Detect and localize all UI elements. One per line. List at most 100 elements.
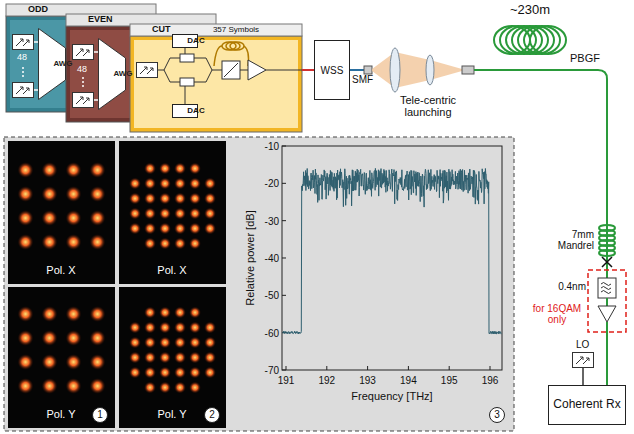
constellation-point: [159, 193, 171, 205]
annotation-label: -30: [265, 215, 279, 226]
annotation-label: Pol. X: [157, 264, 186, 276]
constellation-point: [42, 330, 58, 346]
constellation-point: [66, 186, 82, 202]
constellation-point: [189, 382, 201, 394]
annotation-label: Tele-centric launching: [388, 94, 468, 118]
results-panel: [4, 137, 514, 431]
constellation-point: [159, 163, 171, 175]
constellation-point: [66, 330, 82, 346]
annotation-label: for 16QAM only: [528, 303, 586, 325]
constellation-point: [189, 322, 201, 334]
receiver-box: Coherent Rx: [548, 385, 626, 425]
constellation-point: [204, 178, 216, 190]
transmitter-card: CUTDACDAC: [130, 24, 302, 132]
constellation-point: [204, 367, 216, 379]
constellation-point: [144, 193, 156, 205]
constellation-point: [90, 354, 106, 370]
constellation-point: [144, 382, 156, 394]
constellation-point: [144, 337, 156, 349]
constellation-point: [159, 238, 171, 250]
constellation-point: [189, 337, 201, 349]
constellation-point: [144, 322, 156, 334]
node-label: DAC: [187, 107, 204, 116]
annotation-label: 192: [318, 375, 335, 386]
constellation-point: [90, 306, 106, 322]
annotation-label: 194: [400, 375, 417, 386]
callout-number: 2: [204, 407, 220, 423]
constellation-point: [129, 208, 141, 220]
annotation-label: Pol. X: [46, 264, 75, 276]
constellation-point: [204, 208, 216, 220]
constellation-point: [159, 307, 171, 319]
constellation-point: [174, 322, 186, 334]
constellation-point: [174, 367, 186, 379]
constellation-point: [174, 238, 186, 250]
annotation-label: LO: [576, 339, 589, 350]
constellation-point: [90, 234, 106, 250]
constellation-point: [144, 307, 156, 319]
constellation-point: [18, 186, 34, 202]
node-label: AWG: [113, 70, 132, 79]
constellation-point: [42, 186, 58, 202]
constellation-point: [18, 234, 34, 250]
constellation-point: [90, 186, 106, 202]
constellation-point: [174, 223, 186, 235]
launch-optics: [350, 48, 474, 92]
constellation-point: [129, 337, 141, 349]
node-label: AWG: [53, 60, 72, 69]
splice-mark: [602, 257, 612, 267]
constellation-point: [144, 367, 156, 379]
constellation-point: [42, 234, 58, 250]
constellation-point: [90, 162, 106, 178]
constellation-point: [18, 378, 34, 394]
constellation-point: [189, 307, 201, 319]
constellation-point: [42, 354, 58, 370]
constellation-point: [90, 330, 106, 346]
constellation-point: [159, 208, 171, 220]
annotation-label: 48: [77, 65, 87, 75]
constellation-point: [42, 162, 58, 178]
fiber-link: [302, 69, 314, 71]
annotation-label: -60: [265, 327, 279, 338]
constellation-point: [144, 163, 156, 175]
annotation-label: -10: [265, 141, 279, 152]
constellation-point: [204, 322, 216, 334]
constellation-point: [159, 352, 171, 364]
transmitter-card: ODD AWG: [6, 4, 156, 112]
constellation-point: [189, 223, 201, 235]
dac-box: DAC: [172, 34, 198, 48]
annotation-label: Pol. Y: [157, 408, 186, 420]
constellation-point: [189, 208, 201, 220]
annotation-label: 191: [278, 375, 295, 386]
constellation-point: [174, 178, 186, 190]
constellation-point: [42, 378, 58, 394]
annotation-label: -40: [265, 252, 279, 263]
dac-box: DAC: [172, 104, 198, 118]
callout-number: 3: [489, 407, 505, 423]
constellation-point: [129, 352, 141, 364]
constellation-point: [189, 193, 201, 205]
constellation-point: [174, 307, 186, 319]
constellation-point: [144, 223, 156, 235]
constellation-point: [18, 354, 34, 370]
constellation-point: [174, 163, 186, 175]
constellation-point: [18, 330, 34, 346]
constellation-point: [159, 382, 171, 394]
constellation-point: [204, 223, 216, 235]
annotation-label: -50: [265, 290, 279, 301]
constellation-point: [18, 306, 34, 322]
annotation-label: PBGF: [570, 52, 600, 64]
constellation-point: [159, 367, 171, 379]
constellation-point: [159, 337, 171, 349]
constellation-point: [159, 322, 171, 334]
constellation-point: [66, 306, 82, 322]
node-label: ODD: [28, 5, 48, 15]
annotation-label: 48: [17, 53, 27, 63]
awg-multiplexer: AWG: [98, 38, 126, 110]
constellation-point: [90, 378, 106, 394]
constellation-point: [174, 352, 186, 364]
annotation-label: 195: [441, 375, 458, 386]
awg-multiplexer: AWG: [38, 28, 66, 100]
constellation-point: [174, 208, 186, 220]
constellation-point: [174, 193, 186, 205]
